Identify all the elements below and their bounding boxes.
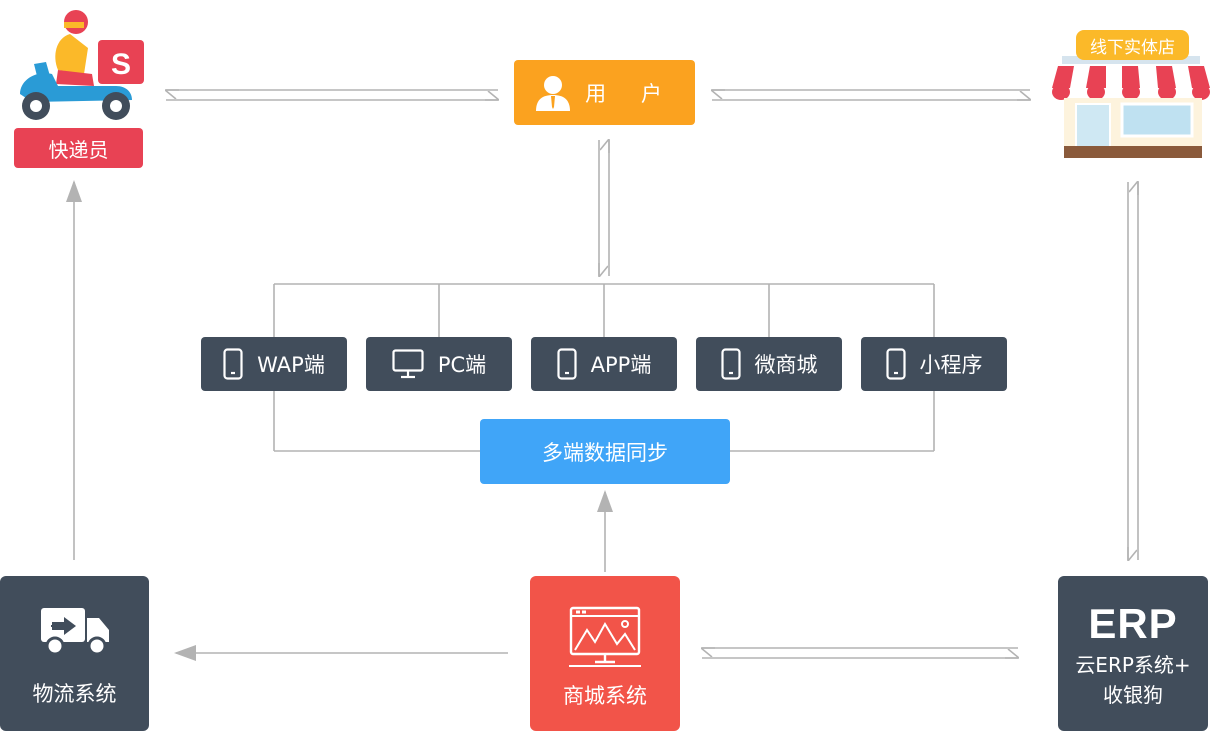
logistics-label: 物流系统 [32,682,117,706]
platform-label: 微商城 [754,353,818,377]
phone-icon [557,348,577,380]
store-badge: 线下实体店 [1076,30,1189,60]
platform-mini-program: 小程序 [861,337,1007,391]
erp-subtitle-line1: 云ERP系统+ [1075,653,1191,677]
monitor-chart-icon [569,606,641,667]
platform-pc: PC端 [366,337,512,391]
sync-node: 多端数据同步 [480,419,730,484]
courier-label: 快递员 [14,128,143,168]
platform-app: APP端 [531,337,677,391]
phone-icon [885,348,906,380]
erp-subtitle-line2: 收银狗 [1103,683,1163,707]
platform-label: WAP端 [257,353,325,377]
platform-label: PC端 [437,353,487,377]
platform-label: 小程序 [919,353,983,377]
platform-label: APP端 [590,353,652,377]
user-label: 用 户 [585,81,676,106]
mall-label: 商城系统 [563,684,647,708]
mall-system-node: 商城系统 [530,576,680,731]
courier-scooter-icon: S [20,10,144,120]
storefront-icon [1052,56,1210,158]
phone-icon [720,348,741,380]
sync-label: 多端数据同步 [542,440,668,465]
truck-icon [40,608,109,656]
svg-text:S: S [111,48,131,81]
logistics-node: 物流系统 [0,576,149,731]
platform-wap: WAP端 [201,337,347,391]
erp-node: ERP 云ERP系统+ 收银狗 [1058,576,1208,731]
user-icon [536,75,571,111]
user-node: 用 户 [514,60,695,125]
platform-micro-mall: 微商城 [696,337,842,391]
erp-title: ERP [1088,600,1178,647]
phone-icon [223,348,243,380]
monitor-icon [392,349,424,379]
